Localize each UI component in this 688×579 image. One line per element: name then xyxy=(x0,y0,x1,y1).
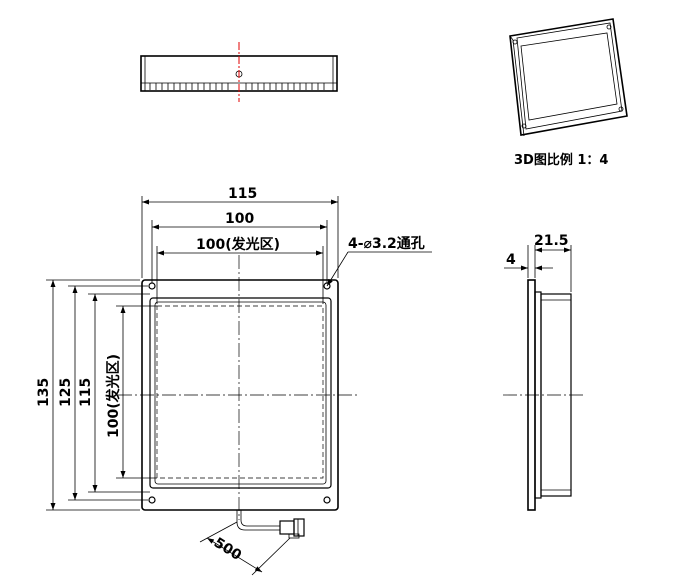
dim-depth-21-5: 21.5 xyxy=(534,233,569,249)
top-view xyxy=(140,42,338,102)
emitting-area xyxy=(156,305,324,479)
mounting-hole xyxy=(148,282,156,290)
dim-width-100: 100 xyxy=(225,211,254,227)
dim-emit-width: 100(发光区) xyxy=(196,236,280,253)
dim-width-115: 115 xyxy=(228,186,257,202)
dim-cable-length: 500 xyxy=(211,535,244,564)
connector xyxy=(279,520,295,535)
view-3d-scale-label: 3D图比例 1：4 xyxy=(514,152,608,168)
isometric-view: 3D图比例 1：4 xyxy=(509,18,628,168)
hole-note: 4-⌀3.2通孔 xyxy=(348,236,425,252)
dim-height-115: 115 xyxy=(78,378,94,407)
dim-emit-height: 100(发光区) xyxy=(105,354,122,438)
side-view: 21.5 4 xyxy=(503,233,585,511)
dim-height-125: 125 xyxy=(58,378,74,407)
dim-height-135: 135 xyxy=(36,378,52,407)
mounting-hole xyxy=(323,496,331,504)
cable xyxy=(236,510,305,539)
heat-sink-fins xyxy=(149,83,325,90)
dim-plate-thickness: 4 xyxy=(506,252,516,268)
front-view: 115 100 100(发光区) 4-⌀3.2通孔 135 125 115 10… xyxy=(36,186,432,576)
mounting-hole xyxy=(148,496,156,504)
